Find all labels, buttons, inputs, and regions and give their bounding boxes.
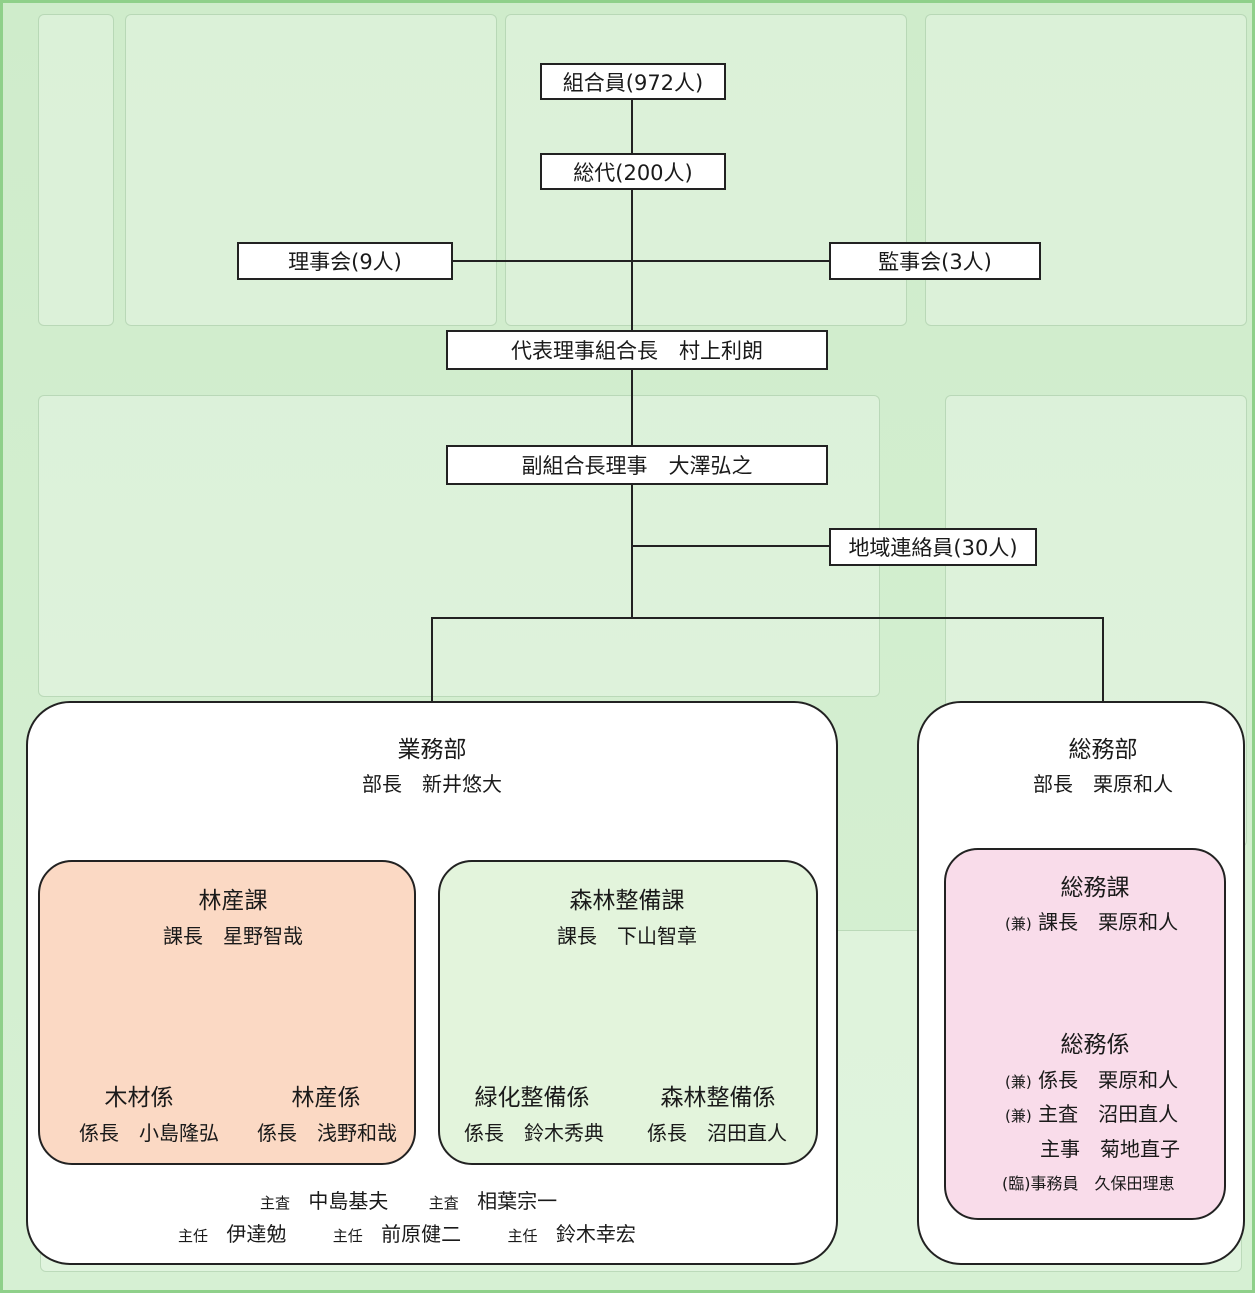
staff-role: 主任 [178,1227,209,1245]
members-box: 組合員(972人) [540,63,726,100]
general-affairs-section [944,848,1226,1220]
timber-unit-head: 係長 小島隆弘 [79,1121,219,1145]
unit-member: 係長 栗原和人 [1038,1068,1179,1092]
timber-unit-title: 木材係 [104,1085,174,1111]
staff-name: 前原健二 [381,1222,462,1246]
products-unit-title: 林産係 [291,1085,361,1111]
forest-maintenance-head: 課長 下山智章 [557,924,697,948]
operations-department-head: 部長 新井悠大 [362,772,502,796]
general-department-head: 部長 栗原和人 [1033,772,1173,796]
general-affairs-unit-temp: (臨)事務員 久保田理恵 [1002,1170,1175,1194]
delegates-box: 総代(200人) [540,153,726,190]
forestry-unit-head: 係長 沼田直人 [647,1121,787,1145]
staff-role: 主任 [332,1227,363,1245]
vice-president-box: 副組合長理事 大澤弘之 [446,445,828,485]
liaison-box: 地域連絡員(30人) [829,528,1037,566]
staff-role: 主査 [260,1194,291,1212]
unit-member: (臨)事務員 久保田理恵 [1002,1174,1175,1193]
general-affairs-unit-head: (兼) 係長 栗原和人 [1005,1064,1178,1093]
unit-member: 主査 沼田直人 [1038,1102,1179,1126]
greening-unit-title: 緑化整備係 [474,1085,590,1111]
board-box: 理事会(9人) [237,242,453,280]
general-affairs-section-title: 総務課 [1060,875,1130,901]
general-affairs-section-head: (兼) 課長 栗原和人 [1005,906,1178,935]
staff-row-2: 主任 伊達勉 主任 前原健二 主任 鈴木幸宏 [178,1218,636,1247]
greening-unit-head: 係長 鈴木秀典 [464,1121,604,1145]
auditors-box: 監事会(3人) [829,242,1041,280]
staff-name: 鈴木幸宏 [555,1222,636,1246]
products-unit-head: 係長 浅野和哉 [257,1121,397,1145]
concurrent-prefix: (兼) [1005,1107,1032,1125]
section-head-name: 課長 栗原和人 [1038,910,1179,934]
staff-name: 相葉宗一 [477,1189,558,1213]
forest-products-section [38,860,416,1165]
forest-maintenance-title: 森林整備課 [569,888,685,914]
staff-role: 主査 [428,1194,459,1212]
staff-row-1: 主査 中島基夫 主査 相葉宗一 [260,1185,557,1214]
forest-maintenance-section [438,860,818,1165]
general-affairs-unit-title: 総務係 [1060,1032,1130,1058]
operations-department-title: 業務部 [397,737,467,763]
concurrent-prefix: (兼) [1005,915,1032,933]
forest-products-title: 林産課 [198,888,268,914]
staff-name: 伊達勉 [226,1222,287,1246]
forest-products-head: 課長 星野智哉 [163,924,303,948]
staff-role: 主任 [507,1227,538,1245]
concurrent-prefix: (兼) [1005,1073,1032,1091]
general-affairs-unit-clerk: 主事 菊地直子 [1040,1133,1180,1162]
background-panel [38,14,114,326]
general-affairs-unit-inspector: (兼) 主査 沼田直人 [1005,1098,1178,1127]
president-box: 代表理事組合長 村上利朗 [446,330,828,370]
forestry-unit-title: 森林整備係 [660,1085,776,1111]
unit-member: 主事 菊地直子 [1040,1137,1180,1161]
staff-name: 中島基夫 [308,1189,389,1213]
general-department-title: 総務部 [1068,737,1138,763]
